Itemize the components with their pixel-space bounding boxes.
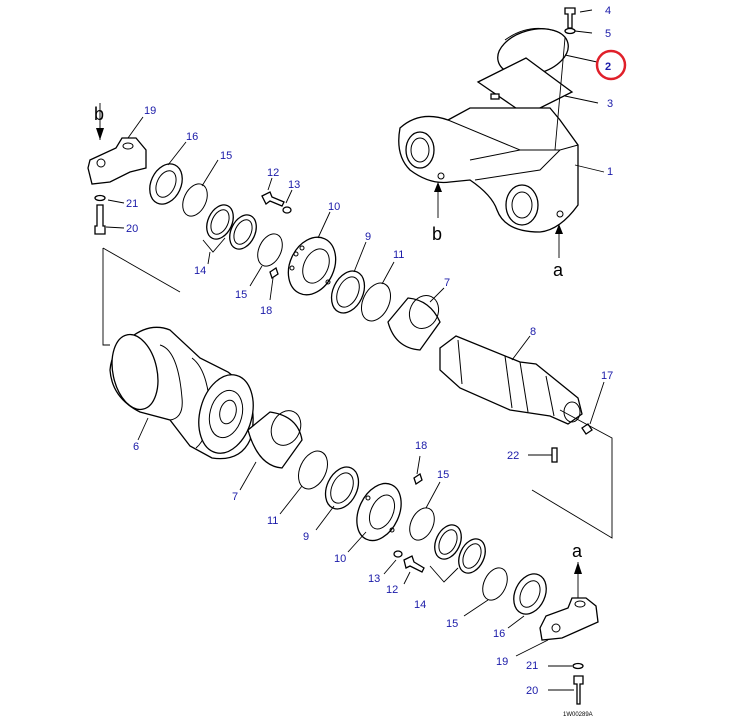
- callout-10-upper: 10: [328, 201, 340, 213]
- lower-bearing-group: [247, 410, 360, 510]
- highlight-ring: [595, 49, 627, 81]
- upper-collar: [287, 236, 337, 296]
- lower-guard-bracket: [539, 597, 599, 705]
- callout-labels: 4 5 3 1 2 19 16 15 12 13 21 20 14 15 18 …: [126, 5, 627, 697]
- construction-lines: [102, 247, 613, 539]
- callout-15-lower: 15: [437, 469, 449, 481]
- callout-11-lower: 11: [267, 515, 278, 527]
- callout-7-lower: 7: [232, 491, 238, 503]
- callout-12-lower: 12: [386, 584, 398, 596]
- callout-3: 3: [607, 98, 613, 110]
- callout-20-upper: 20: [126, 223, 138, 235]
- callout-4: 4: [605, 5, 611, 17]
- upper-guard-bracket: [87, 137, 147, 235]
- callout-20-lower: 20: [526, 685, 538, 697]
- callout-18-upper: 18: [260, 305, 272, 317]
- callout-14-lower: 14: [414, 599, 426, 611]
- upper-seal-group: [149, 163, 292, 280]
- track-roller: [109, 326, 254, 460]
- roller-shaft: [439, 335, 593, 463]
- callout-18-lower: 18: [415, 440, 427, 452]
- callout-6: 6: [133, 441, 139, 453]
- callout-1: 1: [607, 166, 613, 178]
- track-frame-bracket: [398, 107, 579, 233]
- callout-8: 8: [530, 326, 536, 338]
- callout-12-upper: 12: [267, 167, 279, 179]
- reference-arrow-b-left: b: [94, 103, 104, 140]
- callout-15b-upper: 15: [235, 289, 247, 301]
- upper-bearing-group: [330, 270, 441, 351]
- lower-collar: [356, 472, 425, 573]
- callout-21-upper: 21: [126, 198, 138, 210]
- callout-21-lower: 21: [526, 660, 538, 672]
- lower-seal-group: [409, 507, 547, 615]
- callout-16-upper: 16: [186, 131, 198, 143]
- callout-5: 5: [605, 28, 611, 40]
- callout-9-upper: 9: [365, 231, 371, 243]
- svg-text:a: a: [553, 260, 564, 280]
- callout-13-lower: 13: [368, 573, 380, 585]
- callout-11-upper: 11: [393, 249, 404, 261]
- callout-17: 17: [601, 370, 613, 382]
- callout-2-highlight[interactable]: 2: [595, 49, 627, 81]
- callout-10-lower: 10: [334, 553, 346, 565]
- callout-15-upper: 15: [220, 150, 232, 162]
- reference-arrow-b-right: b: [432, 182, 442, 244]
- drawing-code: 1W00289A: [563, 712, 593, 718]
- callout-19-lower: 19: [496, 656, 508, 668]
- callout-2[interactable]: 2: [605, 61, 611, 73]
- reference-arrow-a-right: a: [553, 224, 564, 280]
- svg-text:a: a: [572, 541, 583, 561]
- svg-text:b: b: [432, 224, 442, 244]
- callout-7-upper: 7: [444, 277, 450, 289]
- callout-14-upper: 14: [194, 265, 206, 277]
- callout-22: 22: [507, 450, 519, 462]
- callout-19-upper: 19: [144, 105, 156, 117]
- leader-lines: [105, 9, 605, 691]
- callout-15b-lower: 15: [446, 618, 458, 630]
- cover-assembly: [476, 7, 576, 116]
- callout-9-lower: 9: [303, 531, 309, 543]
- reference-arrow-a-left: a: [572, 541, 583, 598]
- callout-13-upper: 13: [288, 179, 300, 191]
- svg-text:b: b: [94, 104, 104, 124]
- callout-16-lower: 16: [493, 628, 505, 640]
